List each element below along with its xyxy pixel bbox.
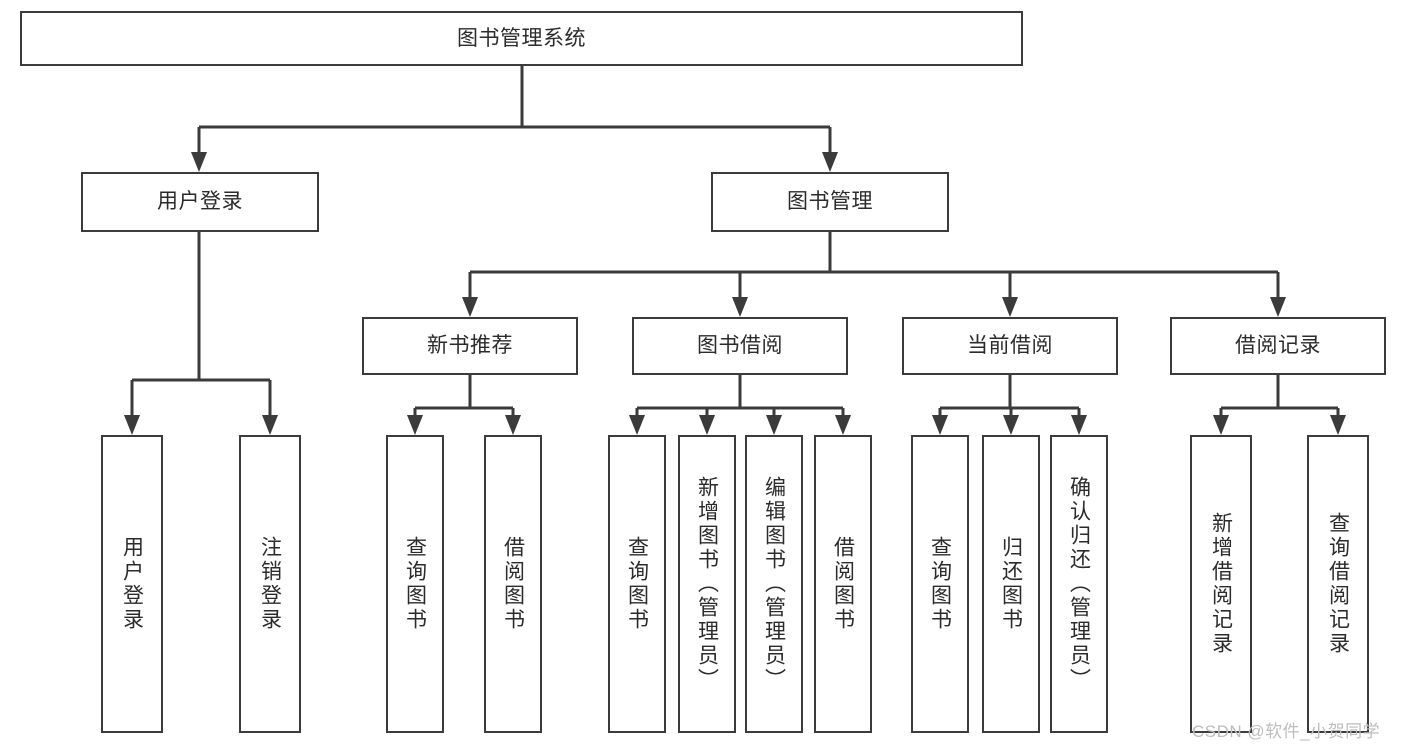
arrowhead-current-borrow-to-leaves-2 bbox=[1071, 415, 1087, 435]
node-current-borrow[interactable]: 当前借阅 bbox=[902, 317, 1118, 375]
node-label-leaf-add-book: 新增图书（管理员） bbox=[695, 476, 719, 692]
node-label-leaf-user-logout: 注销登录 bbox=[258, 536, 282, 632]
node-label-leaf-return-book: 归还图书 bbox=[999, 536, 1023, 632]
node-book-manage[interactable]: 图书管理 bbox=[711, 172, 949, 232]
node-root[interactable]: 图书管理系统 bbox=[20, 11, 1023, 66]
node-label-leaf-edit-book: 编辑图书（管理员） bbox=[762, 476, 786, 692]
arrowhead-current-borrow-to-leaves-1 bbox=[1003, 415, 1019, 435]
node-borrow-record[interactable]: 借阅记录 bbox=[1170, 317, 1386, 375]
node-label-leaf-query-book-3: 查询图书 bbox=[928, 536, 952, 632]
arrowhead-book-borrow-to-leaves-1 bbox=[699, 415, 715, 435]
arrowhead-book-manage-to-level2-3 bbox=[1270, 297, 1286, 317]
arrowhead-book-borrow-to-leaves-3 bbox=[835, 415, 851, 435]
arrowhead-root-to-level1-0 bbox=[191, 152, 207, 172]
node-new-book-rec[interactable]: 新书推荐 bbox=[362, 317, 578, 375]
arrowhead-book-borrow-to-leaves-0 bbox=[629, 415, 645, 435]
arrowhead-user-login-to-leaves-0 bbox=[124, 415, 140, 435]
node-leaf-query-record[interactable]: 查询借阅记录 bbox=[1307, 435, 1369, 733]
node-leaf-return-book[interactable]: 归还图书 bbox=[982, 435, 1040, 733]
node-label-leaf-borrow-book-1: 借阅图书 bbox=[501, 536, 525, 632]
arrowhead-user-login-to-leaves-1 bbox=[262, 415, 278, 435]
node-user-login[interactable]: 用户登录 bbox=[81, 172, 319, 232]
node-label-new-book-rec: 新书推荐 bbox=[427, 334, 513, 358]
node-leaf-borrow-book-2[interactable]: 借阅图书 bbox=[814, 435, 872, 733]
node-label-current-borrow: 当前借阅 bbox=[967, 334, 1053, 358]
node-leaf-user-logout[interactable]: 注销登录 bbox=[239, 435, 301, 733]
arrowhead-book-manage-to-level2-0 bbox=[462, 297, 478, 317]
arrowhead-book-manage-to-level2-2 bbox=[1002, 297, 1018, 317]
node-label-book-borrow: 图书借阅 bbox=[697, 334, 783, 358]
arrowhead-current-borrow-to-leaves-0 bbox=[932, 415, 948, 435]
node-leaf-add-record[interactable]: 新增借阅记录 bbox=[1190, 435, 1252, 733]
arrowhead-book-borrow-to-leaves-2 bbox=[766, 415, 782, 435]
node-book-borrow[interactable]: 图书借阅 bbox=[632, 317, 848, 375]
node-label-leaf-add-record: 新增借阅记录 bbox=[1209, 512, 1233, 656]
node-label-book-manage: 图书管理 bbox=[787, 190, 873, 214]
node-label-leaf-query-record: 查询借阅记录 bbox=[1326, 512, 1350, 656]
arrowhead-borrow-record-to-leaves-0 bbox=[1213, 415, 1229, 435]
node-label-root: 图书管理系统 bbox=[457, 26, 586, 50]
node-label-leaf-user-login: 用户登录 bbox=[120, 536, 144, 632]
node-label-leaf-query-book-1: 查询图书 bbox=[403, 536, 427, 632]
arrowhead-borrow-record-to-leaves-1 bbox=[1330, 415, 1346, 435]
node-label-leaf-confirm-return: 确认归还（管理员） bbox=[1067, 476, 1091, 692]
node-leaf-query-book-3[interactable]: 查询图书 bbox=[911, 435, 969, 733]
node-label-leaf-query-book-2: 查询图书 bbox=[625, 536, 649, 632]
arrowhead-new-book-rec-to-leaves-1 bbox=[505, 415, 521, 435]
node-label-borrow-record: 借阅记录 bbox=[1235, 334, 1321, 358]
arrowhead-root-to-level1-1 bbox=[822, 152, 838, 172]
node-leaf-user-login[interactable]: 用户登录 bbox=[101, 435, 163, 733]
node-leaf-add-book[interactable]: 新增图书（管理员） bbox=[678, 435, 736, 733]
node-leaf-edit-book[interactable]: 编辑图书（管理员） bbox=[745, 435, 803, 733]
node-leaf-query-book-2[interactable]: 查询图书 bbox=[608, 435, 666, 733]
arrowhead-book-manage-to-level2-1 bbox=[732, 297, 748, 317]
node-leaf-query-book-1[interactable]: 查询图书 bbox=[386, 435, 444, 733]
node-leaf-borrow-book-1[interactable]: 借阅图书 bbox=[484, 435, 542, 733]
node-label-user-login: 用户登录 bbox=[157, 190, 243, 214]
arrowhead-new-book-rec-to-leaves-0 bbox=[407, 415, 423, 435]
node-leaf-confirm-return[interactable]: 确认归还（管理员） bbox=[1050, 435, 1108, 733]
node-label-leaf-borrow-book-2: 借阅图书 bbox=[831, 536, 855, 632]
